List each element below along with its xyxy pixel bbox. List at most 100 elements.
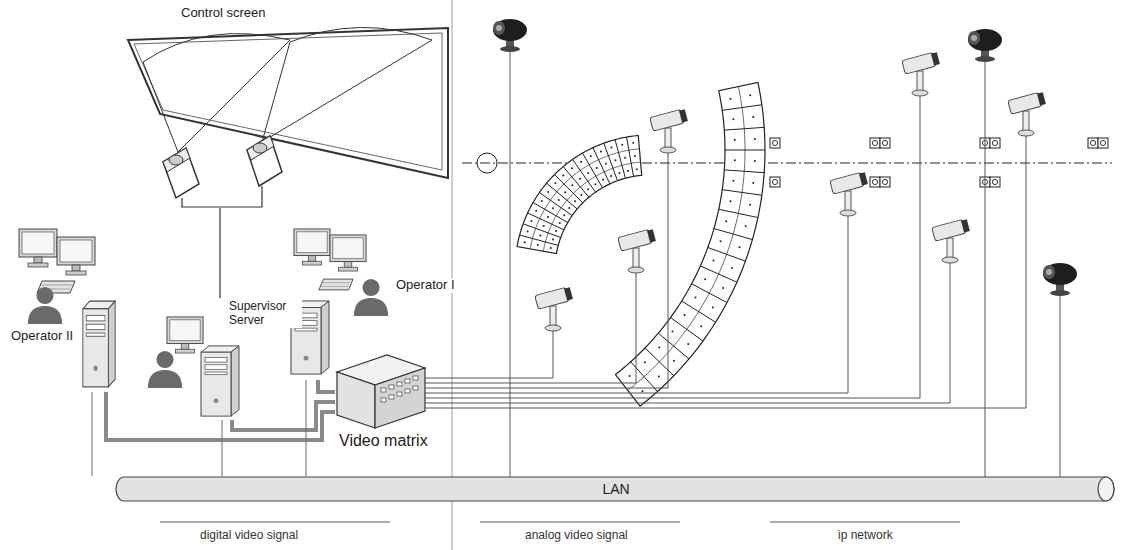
field-marker <box>870 177 880 187</box>
spectator-stand <box>602 179 604 181</box>
projector <box>169 155 183 165</box>
analog-camera <box>932 218 970 241</box>
spectator-stand <box>644 361 646 363</box>
spectator-stand <box>658 376 660 378</box>
spectator-stand <box>610 147 612 149</box>
spectator-stand <box>614 159 616 161</box>
analog-camera <box>942 257 958 263</box>
spectator-stand <box>722 287 724 289</box>
matrix-group: Video matrix <box>335 350 450 458</box>
field-marker <box>772 179 777 184</box>
spectator-stand <box>547 191 549 193</box>
field-marker <box>870 138 890 148</box>
ip-camera <box>493 19 527 52</box>
spectator-stand <box>528 213 564 230</box>
analog-camera <box>618 229 653 251</box>
analog-camera <box>840 210 856 216</box>
spectator-stand <box>682 301 716 322</box>
analog-camera <box>1037 92 1046 105</box>
spectator-stand <box>725 150 765 151</box>
section-label: ip network <box>838 528 893 542</box>
spectator-stand <box>610 175 612 177</box>
ip-camera <box>968 31 980 45</box>
camera-wires <box>425 272 636 383</box>
spectator-stand <box>547 216 549 218</box>
camera-wires <box>425 262 950 403</box>
field-marker <box>990 138 1000 148</box>
spectator-stand <box>700 266 737 282</box>
spectator-stand <box>530 149 639 249</box>
spectator-stand <box>725 220 727 222</box>
spectator-stand <box>615 82 765 406</box>
control-screen-illustration <box>262 27 432 142</box>
section-label: digital video signal <box>200 528 298 542</box>
spectator-stand <box>731 267 733 269</box>
server-group: Supervisor Server <box>140 298 305 420</box>
spectator-stand <box>631 362 658 392</box>
analog-camera <box>1008 91 1046 136</box>
analog-camera <box>830 171 868 194</box>
server-workstation <box>148 317 239 416</box>
spectator-stand <box>732 180 734 182</box>
section-rule <box>480 522 680 523</box>
spectator-stand <box>559 222 561 224</box>
spectator-stand <box>535 210 537 212</box>
spectator-stand <box>641 390 643 392</box>
spectator-stand <box>627 170 629 172</box>
field-marker <box>980 138 1000 148</box>
spectator-stand <box>533 203 568 223</box>
projector <box>247 136 282 186</box>
spectator-stand <box>615 82 765 406</box>
spectator-stand <box>543 225 545 227</box>
spectator-stand <box>562 174 564 176</box>
spectator-stand <box>583 153 603 188</box>
field-marker <box>1100 140 1105 145</box>
spectator-stand <box>722 105 762 111</box>
video-matrix-box <box>381 388 386 392</box>
video-matrix-box <box>397 382 402 386</box>
spectator-stand <box>527 230 529 232</box>
spectator-stand <box>724 170 764 173</box>
section-rule <box>770 522 960 523</box>
analog-camera <box>564 287 573 300</box>
spectator-stand <box>579 178 581 180</box>
field-marker <box>870 177 890 187</box>
spectator-stand <box>571 184 573 186</box>
spectator-stand <box>730 200 732 202</box>
projector <box>163 148 199 198</box>
analog-camera <box>1018 130 1034 136</box>
operator-workstation <box>319 279 353 290</box>
video-matrix-box <box>389 385 394 389</box>
spectator-stand <box>671 331 673 333</box>
spectator-stand <box>713 260 715 262</box>
spectator-stand <box>573 159 596 192</box>
lan-bus: LAN <box>115 476 1115 502</box>
spectator-stand <box>629 375 631 377</box>
spectator-stand <box>555 230 557 232</box>
spectator-stand <box>719 209 758 217</box>
spectator-stand <box>552 207 554 209</box>
operator-workstation <box>83 301 115 387</box>
field-marker <box>992 140 997 145</box>
spectator-stand <box>636 168 638 170</box>
spectator-stand <box>752 182 754 184</box>
spectator-stand <box>732 118 734 120</box>
field-marker <box>870 138 880 148</box>
projector-wire <box>182 186 262 207</box>
spectator-stand <box>520 235 559 245</box>
ip-camera <box>500 46 520 52</box>
analog-camera <box>628 267 644 273</box>
spectator-stand <box>730 98 732 100</box>
analog-camera <box>1008 91 1046 114</box>
ip-camera <box>968 29 1002 62</box>
spectator-stand <box>627 137 634 176</box>
spectator-stand <box>554 182 556 184</box>
projector <box>253 143 267 153</box>
field-marker <box>992 179 997 184</box>
spectator-stand <box>563 167 589 198</box>
ip-camera <box>1043 263 1077 285</box>
node-label: Operator II <box>10 329 74 344</box>
ip-camera <box>1043 263 1077 296</box>
spectator-stand <box>618 172 620 174</box>
